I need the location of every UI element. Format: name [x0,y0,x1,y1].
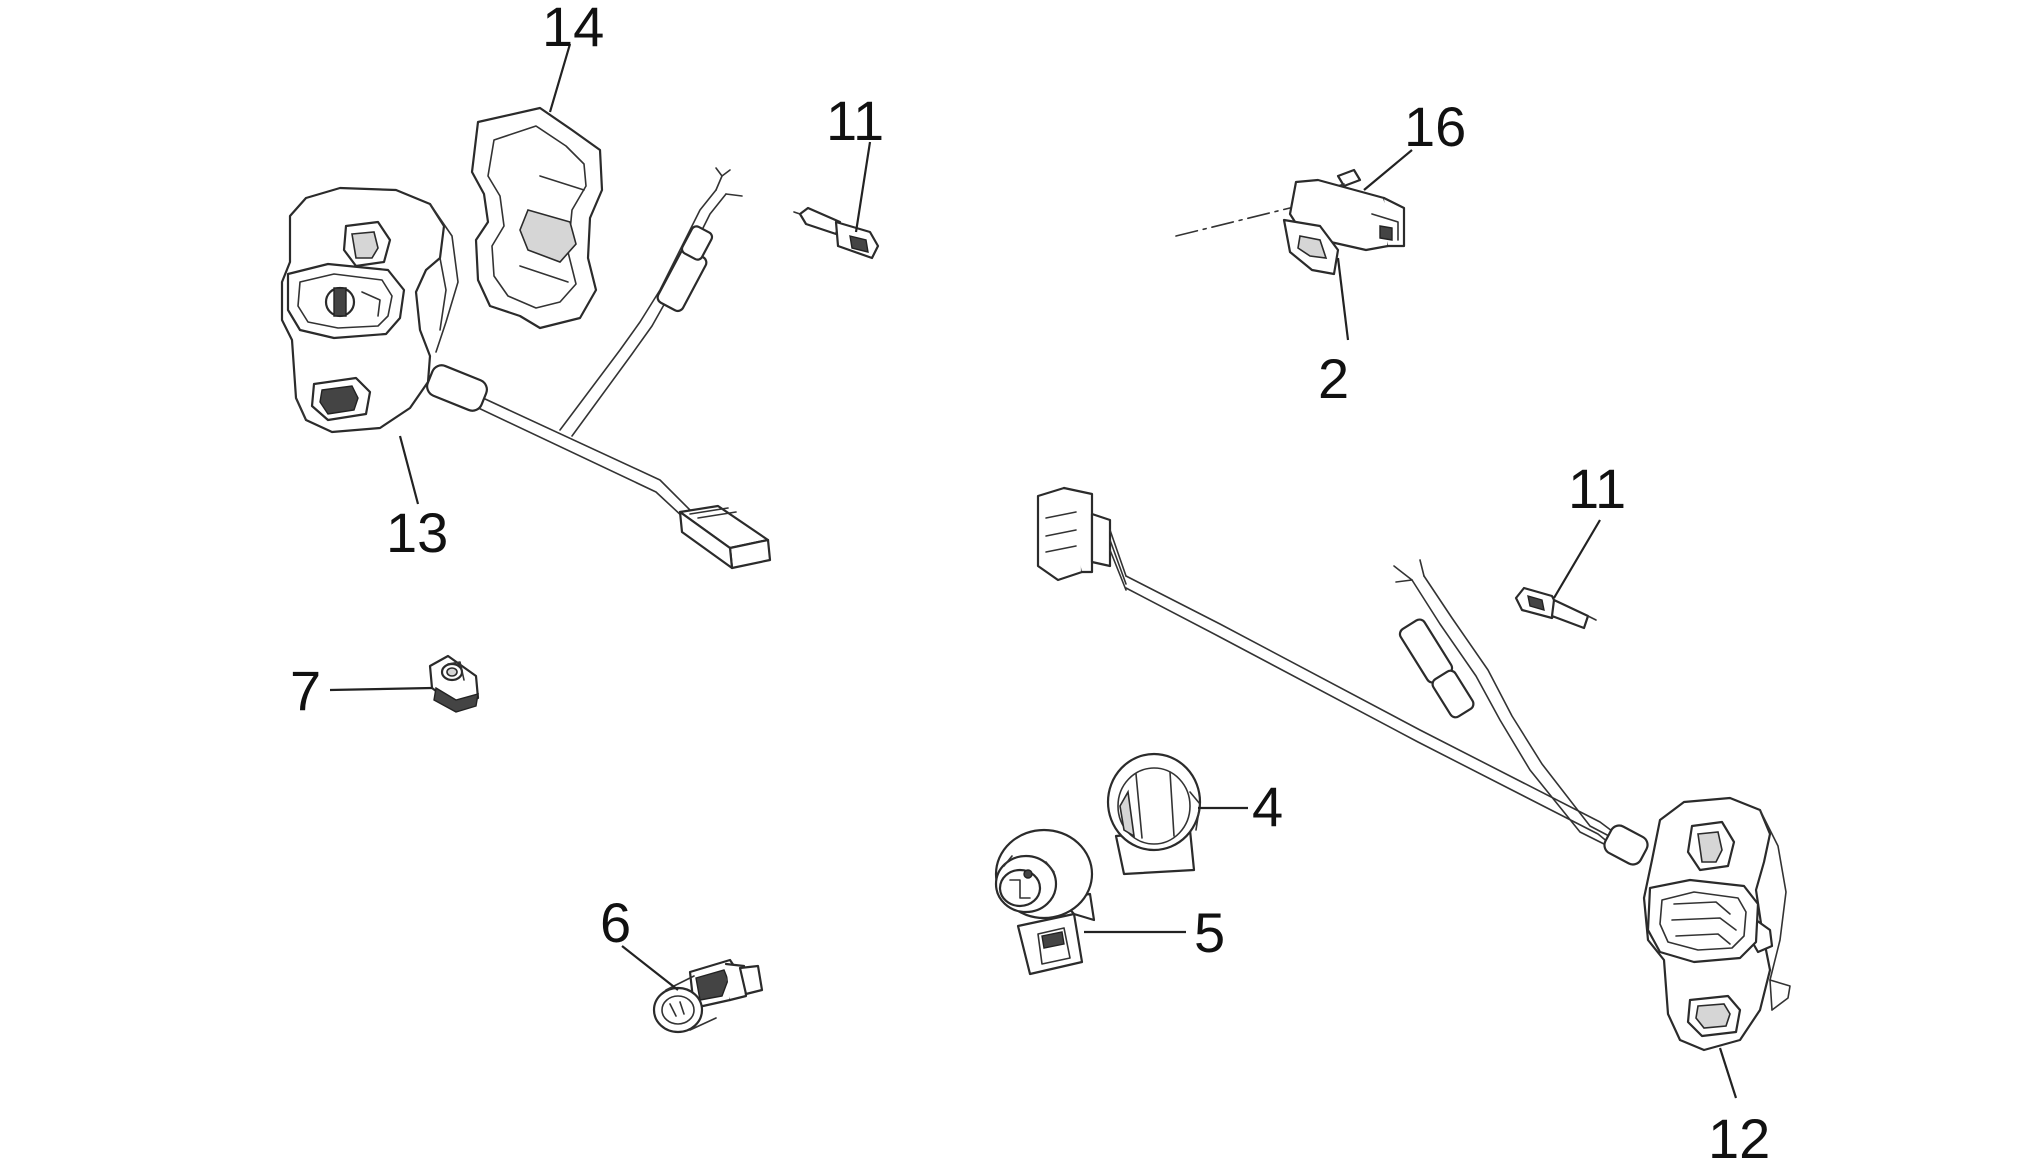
leader-12 [1718,1047,1738,1099]
callout-16: 16 [1404,95,1466,158]
leader-11-upper [854,141,872,233]
leader-13 [398,435,420,505]
callout-11-upper: 11 [826,89,884,152]
bulb-part-11-lower [1516,588,1596,628]
socket-part-6 [654,960,762,1032]
left-handlebar-switch-part-13 [282,168,770,568]
callout-13: 13 [386,501,448,564]
callout-4: 4 [1252,775,1283,838]
clip-nut-part-7 [430,656,478,712]
callout-14: 14 [542,0,604,58]
leader-lines [329,43,1738,1099]
right-handlebar-switch-part-12 [1038,488,1790,1050]
leader-6 [621,945,679,991]
cover-part-14 [472,108,602,328]
bulb-part-11-upper [794,208,878,258]
leader-7 [329,686,433,692]
callout-7: 7 [290,659,321,722]
callout-2: 2 [1318,347,1349,410]
ignition-switch-part-5 [996,830,1094,974]
ignition-switch-cover-part-4 [1108,754,1200,874]
switch-part-2 [1176,170,1404,274]
callout-6: 6 [600,891,631,954]
leader-16 [1363,149,1413,191]
callout-12: 12 [1708,1107,1770,1165]
leader-14 [548,43,572,113]
callout-11-lower: 11 [1568,457,1626,520]
leader-11-lower [1553,519,1601,599]
callout-labels: 14 11 16 2 13 11 7 4 5 6 12 [290,0,1770,1165]
callout-5: 5 [1194,901,1225,964]
leader-2 [1336,257,1350,341]
